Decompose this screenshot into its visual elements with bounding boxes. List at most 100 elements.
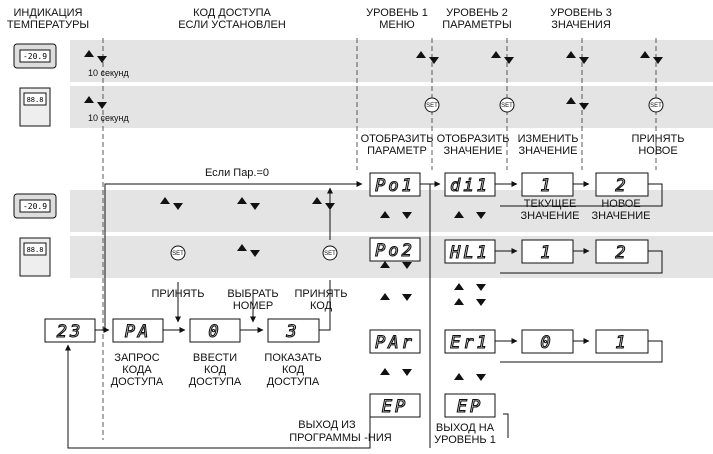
svg-text:ЗНАЧЕНИЕ: ЗНАЧЕНИЕ [521, 210, 580, 222]
header-access-code: КОД ДОСТУПА ЕСЛИ УСТАНОВЛЕН [178, 7, 286, 31]
svg-text:Po1: Po1 [375, 176, 415, 196]
display-current-1: 1 [522, 173, 573, 196]
band-row-2 [70, 86, 713, 128]
action-show-param: ОТОБРАЗИТЬ ПАРАМЕТР [361, 133, 434, 157]
svg-text:ЗНАЧЕНИЕ: ЗНАЧЕНИЕ [519, 145, 578, 157]
svg-text:SET: SET [501, 103, 513, 109]
display-po2: Po2 [370, 238, 420, 261]
svg-text:ВЫХОД НА: ВЫХОД НА [436, 422, 495, 434]
label-accept: ПРИНЯТЬ [152, 288, 205, 300]
svg-text:EP: EP [457, 397, 483, 417]
display-current-2: 1 [522, 240, 573, 263]
action-show-value: ОТОБРАЗИТЬ ЗНАЧЕНИЕ [437, 133, 510, 157]
svg-text:1: 1 [540, 243, 553, 263]
svg-text:КОД: КОД [204, 364, 227, 376]
svg-text:ОТОБРАЗИТЬ: ОТОБРАЗИТЬ [437, 133, 510, 145]
display-new-3: 1 [596, 330, 648, 353]
svg-text:ОТОБРАЗИТЬ: ОТОБРАЗИТЬ [361, 133, 434, 145]
svg-text:ПРИНЯТЬ: ПРИНЯТЬ [295, 288, 348, 300]
svg-text:НОВОЕ: НОВОЕ [638, 145, 677, 157]
svg-text:SET: SET [172, 251, 184, 257]
display-er1: Er1 [445, 330, 495, 353]
action-change-value: ИЗМЕНИТЬ ЗНАЧЕНИЕ [518, 133, 579, 157]
display-par: PAr [370, 330, 420, 353]
svg-text:1: 1 [540, 176, 553, 196]
display-pa: PA [113, 319, 163, 342]
svg-text:КОДА: КОДА [122, 364, 152, 376]
svg-text:di1: di1 [450, 176, 490, 196]
condition-label: Если Пар.=0 [205, 167, 269, 179]
svg-text:HL1: HL1 [449, 243, 490, 263]
svg-text:КОД: КОД [282, 364, 305, 376]
label-show-code: ПОКАЗАТЬ КОД ДОСТУПА [264, 352, 321, 388]
display-new-2: 2 [596, 240, 648, 263]
svg-text:ЗАПРОС: ЗАПРОС [114, 352, 159, 364]
svg-text:2: 2 [615, 176, 628, 196]
svg-text:-НИЯ: -НИЯ [364, 432, 392, 444]
display-temperature: 23 [45, 319, 95, 342]
svg-text:ДОСТУПА: ДОСТУПА [111, 376, 164, 388]
svg-text:УРОВЕНЬ 3: УРОВЕНЬ 3 [550, 7, 612, 19]
svg-text:ВВЕСТИ: ВВЕСТИ [193, 352, 237, 364]
svg-text:-20.9: -20.9 [23, 202, 47, 211]
svg-text:-20.9: -20.9 [23, 52, 47, 61]
svg-text:SET: SET [324, 251, 336, 257]
svg-text:88.8: 88.8 [27, 246, 44, 254]
display-ep-level1: EP [370, 394, 420, 417]
display-current-3: 0 [522, 330, 573, 353]
display-code-show: 3 [268, 319, 319, 342]
svg-text:ДОСТУПА: ДОСТУПА [189, 376, 242, 388]
display-di1: di1 [445, 173, 495, 196]
svg-text:ЕСЛИ УСТАНОВЛЕН: ЕСЛИ УСТАНОВЛЕН [178, 19, 286, 31]
label-exit-program: ВЫХОД ИЗ ПРОГРАММЫ -НИЯ [289, 419, 392, 444]
svg-text:0: 0 [208, 322, 221, 342]
svg-text:2: 2 [615, 243, 628, 263]
svg-text:SET: SET [426, 103, 438, 109]
svg-text:1: 1 [615, 333, 628, 353]
header-temp-indication: ИНДИКАЦИЯ ТЕМПЕРАТУРЫ [7, 7, 89, 31]
svg-text:ПРИНЯТЬ: ПРИНЯТЬ [632, 133, 685, 145]
svg-text:КОД ДОСТУПА: КОД ДОСТУПА [193, 7, 271, 19]
svg-text:88.8: 88.8 [27, 96, 44, 104]
label-request-code: ЗАПРОС КОДА ДОСТУПА [111, 352, 164, 388]
din-rail-thermostat-icon: 88.8 88.8 [20, 88, 50, 276]
svg-text:ТЕКУЩЕЕ: ТЕКУЩЕЕ [524, 198, 577, 210]
action-accept-new: ПРИНЯТЬ НОВОЕ [632, 133, 685, 157]
label-enter-code: ВВЕСТИ КОД ДОСТУПА [189, 352, 242, 388]
band-row-1 [70, 40, 713, 82]
svg-text:ТЕМПЕРАТУРЫ: ТЕМПЕРАТУРЫ [7, 19, 89, 31]
header-level1: УРОВЕНЬ 1 МЕНЮ [366, 7, 428, 31]
svg-text:УРОВЕНЬ 1: УРОВЕНЬ 1 [366, 7, 428, 19]
display-hl1: HL1 [445, 240, 495, 263]
display-new-1: 2 [596, 173, 648, 196]
display-ep-level2: EP [445, 394, 495, 417]
label-select-number: ВЫБРАТЬ НОМЕР [227, 288, 278, 312]
svg-text:Er1: Er1 [450, 333, 490, 353]
svg-text:ПАРАМЕТРЫ: ПАРАМЕТРЫ [442, 19, 511, 31]
svg-text:23: 23 [57, 322, 83, 342]
svg-text:ЗНАЧЕНИЕ: ЗНАЧЕНИЕ [592, 210, 651, 222]
svg-text:ЗНАЧЕНИЯ: ЗНАЧЕНИЯ [551, 19, 611, 31]
svg-text:ИЗМЕНИТЬ: ИЗМЕНИТЬ [518, 133, 579, 145]
timing-row2: 10 секунд [88, 113, 130, 123]
svg-text:ВЫБРАТЬ: ВЫБРАТЬ [227, 288, 278, 300]
svg-text:SET: SET [650, 103, 662, 109]
svg-text:3: 3 [285, 322, 299, 342]
svg-text:EP: EP [382, 397, 408, 417]
label-accept-code: ПРИНЯТЬ КОД [295, 288, 348, 312]
svg-text:КОД: КОД [310, 300, 333, 312]
svg-text:ПОКАЗАТЬ: ПОКАЗАТЬ [264, 352, 321, 364]
timing-row1: 10 секунд [88, 68, 130, 78]
svg-text:ВЫХОД ИЗ: ВЫХОД ИЗ [298, 419, 356, 431]
svg-text:МЕНЮ: МЕНЮ [379, 19, 415, 31]
svg-text:УРОВЕНЬ 1: УРОВЕНЬ 1 [434, 434, 496, 446]
display-code-entry: 0 [190, 319, 240, 342]
label-exit-level1: ВЫХОД НА УРОВЕНЬ 1 [434, 422, 496, 446]
svg-text:ПАРАМЕТР: ПАРАМЕТР [367, 145, 427, 157]
svg-text:ДОСТУПА: ДОСТУПА [267, 376, 320, 388]
svg-text:УРОВЕНЬ 2: УРОВЕНЬ 2 [446, 7, 508, 19]
label-current-value: ТЕКУЩЕЕ ЗНАЧЕНИЕ [521, 198, 580, 222]
header-level2: УРОВЕНЬ 2 ПАРАМЕТРЫ [442, 7, 511, 31]
display-po1: Po1 [370, 173, 420, 196]
